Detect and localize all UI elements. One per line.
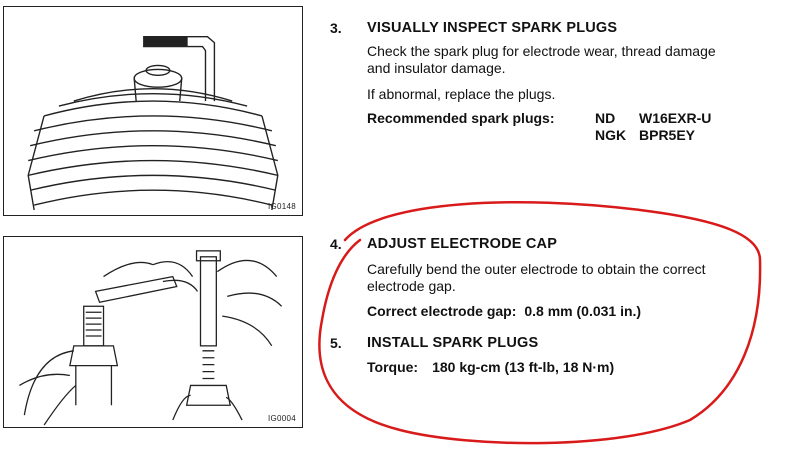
step-body-line: and insulator damage.	[367, 60, 506, 76]
spec-part: W16EXR-U	[639, 110, 712, 126]
spark-plug-top-view-illustration	[27, 36, 279, 211]
figure-code: IG0004	[267, 414, 296, 423]
spec-brand: NGK	[595, 127, 627, 143]
spec-value: 0.8 mm (0.031 in.)	[524, 303, 642, 319]
step-body-line: electrode gap.	[367, 278, 456, 294]
spec-value: 180 kg-cm (13 ft-lb, 18 N·m)	[432, 359, 615, 375]
step-title-install-spark-plugs: INSTALL SPARK PLUGS	[367, 335, 539, 351]
step-body-line: If abnormal, replace the plugs.	[367, 86, 556, 102]
spec-label: Torque:	[367, 359, 419, 375]
step-title-adjust-electrode-cap: ADJUST ELECTRODE CAP	[367, 236, 558, 252]
spec-electrode-gap: Correct electrode gap: 0.8 mm (0.031 in.)	[367, 303, 641, 319]
figure-code: IG0148	[267, 202, 296, 211]
spec-label: Correct electrode gap:	[367, 303, 517, 319]
step-number: 4.	[330, 236, 342, 252]
gap-gauge-hands-illustration	[19, 250, 283, 426]
spec-part: BPR5EY	[639, 127, 696, 143]
spec-recommended-plugs-row-2: NGK BPR5EY	[367, 127, 695, 143]
spec-recommended-plugs: Recommended spark plugs: ND W16EXR-U	[367, 110, 711, 126]
step-title-inspect-spark-plugs: VISUALLY INSPECT SPARK PLUGS	[367, 20, 618, 36]
step-number: 5.	[330, 335, 342, 351]
spec-label: Recommended spark plugs:	[367, 110, 555, 126]
spec-torque: Torque: 180 kg-cm (13 ft-lb, 18 N·m)	[367, 359, 614, 375]
spec-brand: ND	[595, 110, 616, 126]
figure-spark-plug-inspection: IG0148	[3, 6, 303, 216]
step-body-line: Check the spark plug for electrode wear,…	[367, 43, 716, 59]
step-body-line: Carefully bend the outer electrode to ob…	[367, 261, 706, 277]
figure-electrode-gap-adjustment: IG0004	[3, 236, 303, 428]
step-number: 3.	[330, 20, 342, 36]
